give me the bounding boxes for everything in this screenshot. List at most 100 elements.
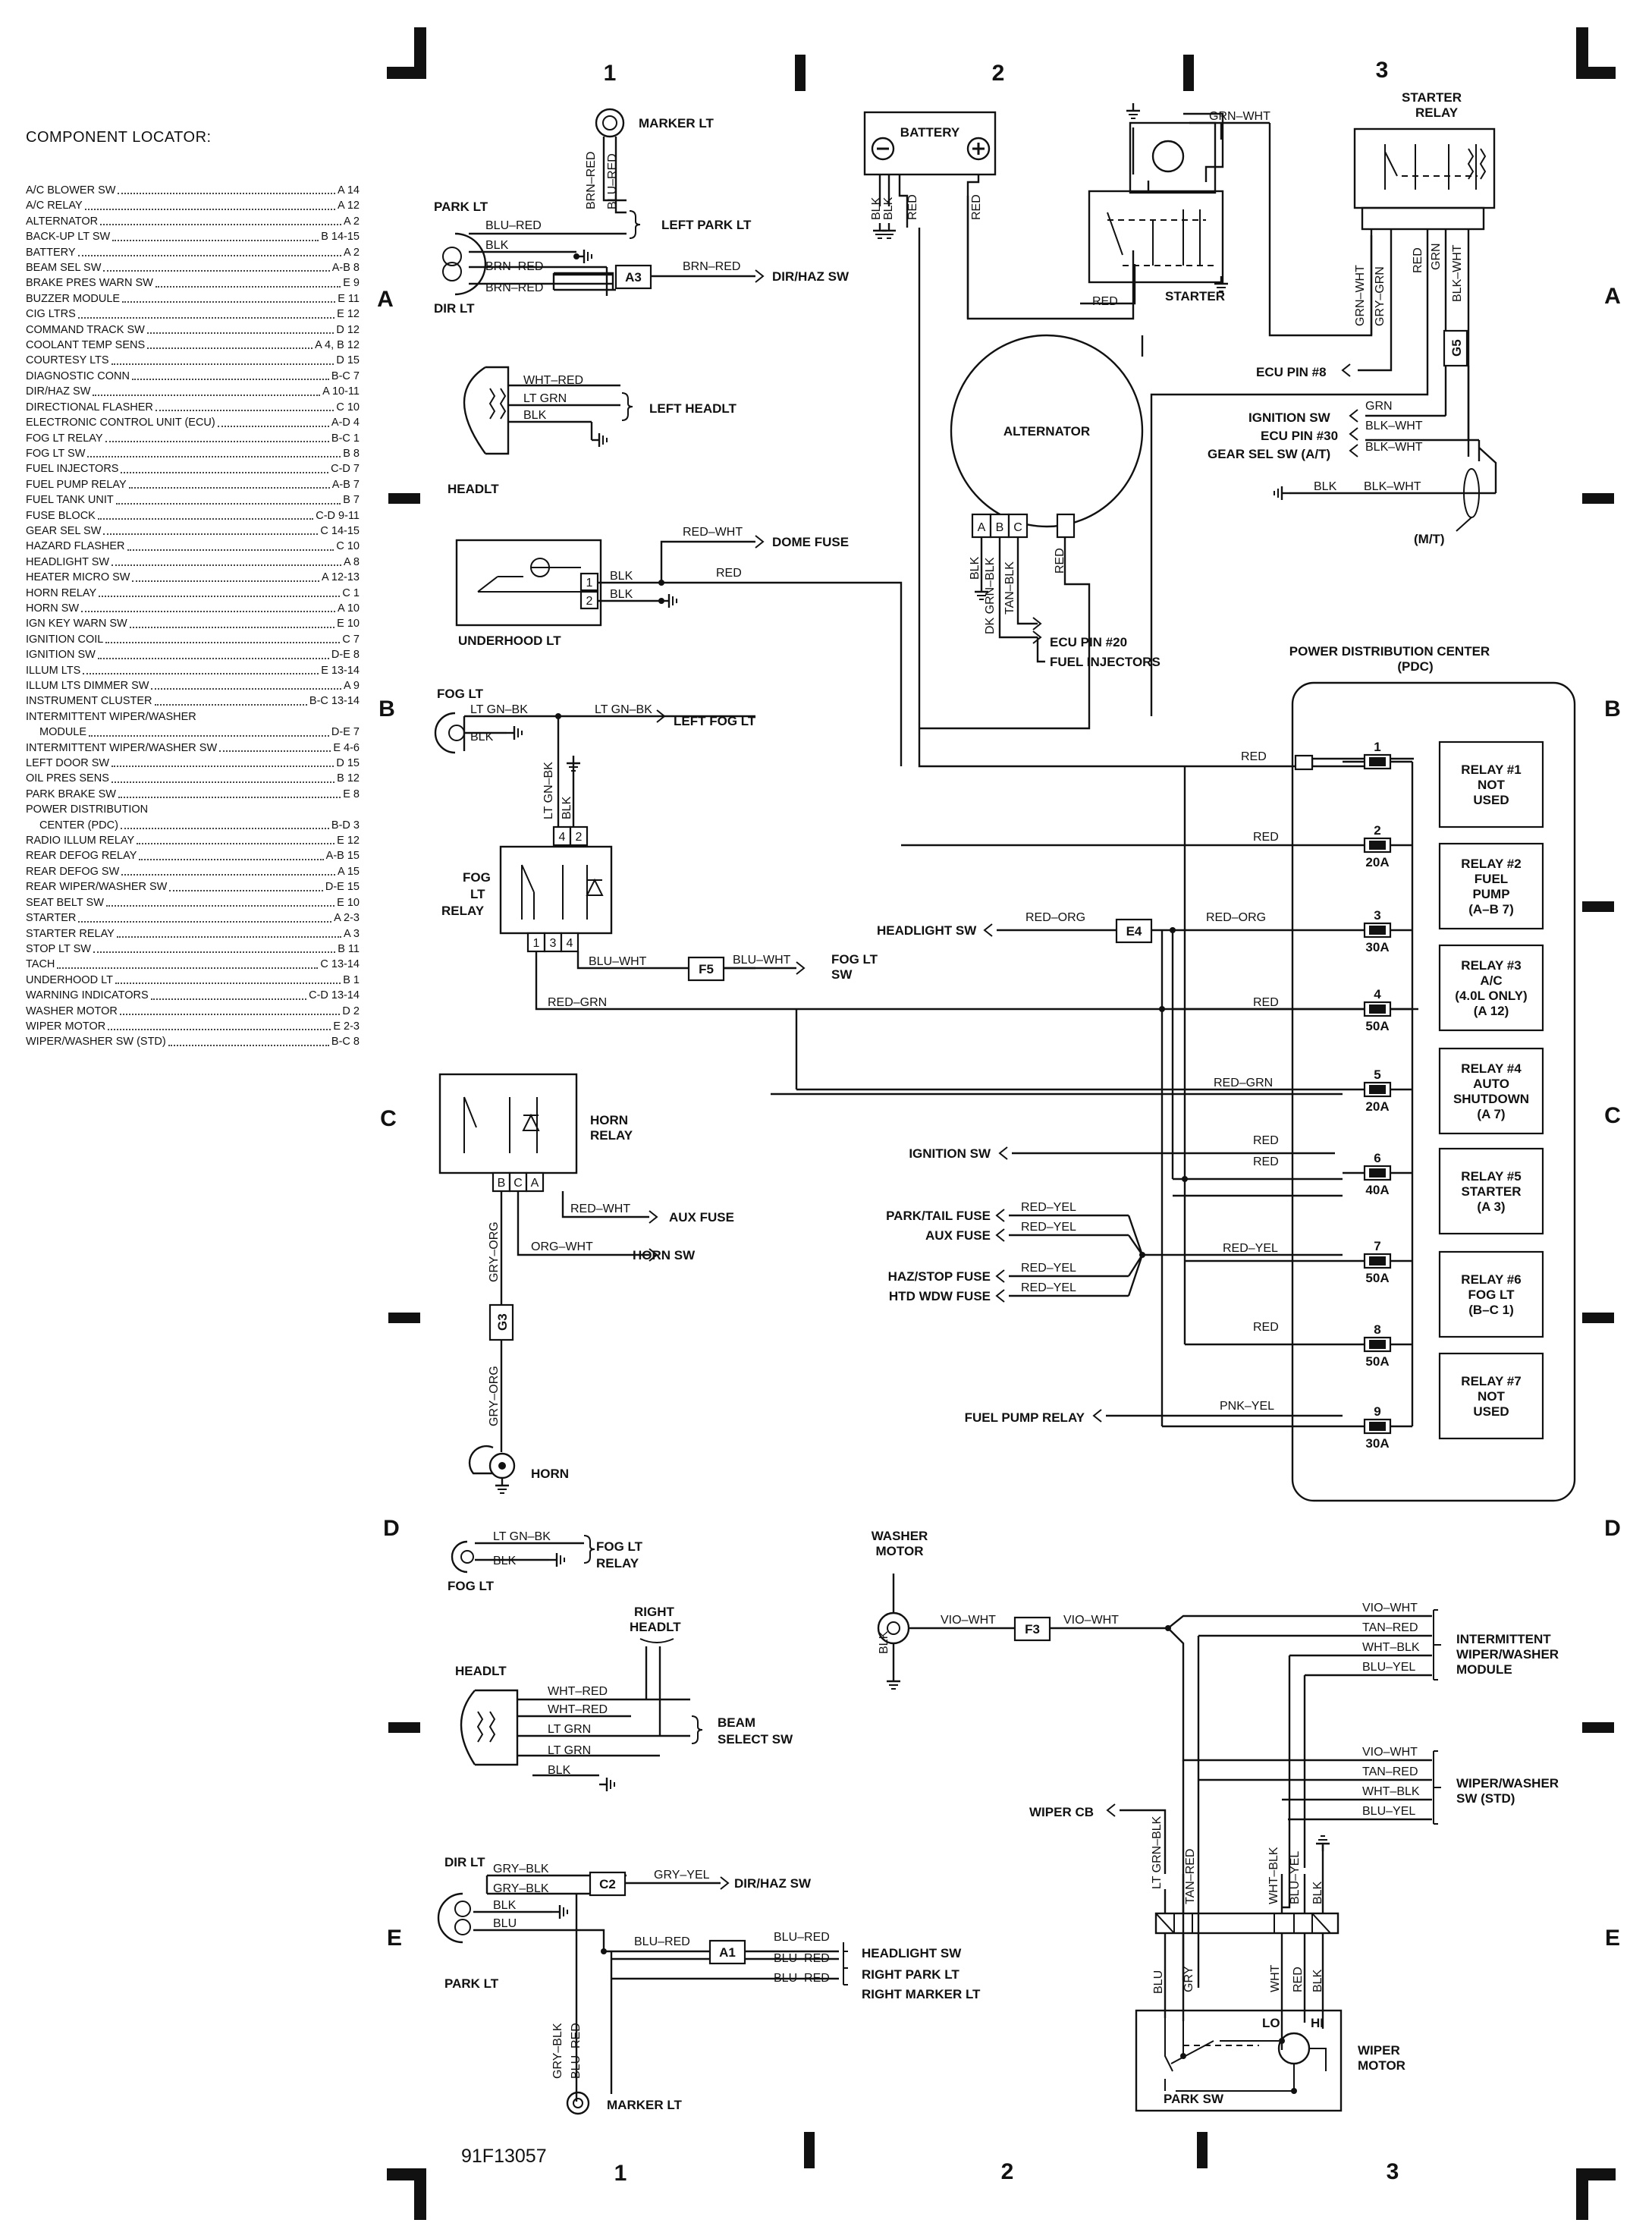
- wire-label: RED–YEL: [1021, 1221, 1076, 1234]
- pdc-relay-text: RELAY #7: [1461, 1374, 1521, 1388]
- wire-label: BLK: [610, 570, 633, 583]
- right-park-lt-housing: [437, 1892, 463, 1944]
- locator-dot-leader: [122, 301, 336, 303]
- wire-label: BLU–RED: [485, 219, 542, 232]
- terminal-label: 2: [576, 831, 583, 844]
- pdc-relay-text: USED: [1473, 1404, 1509, 1419]
- wire-label: BLK: [1314, 480, 1337, 493]
- locator-grid-ref: B-C 1: [331, 432, 360, 445]
- headlt-label: HEADLT: [448, 482, 499, 496]
- park-lt-housing: [454, 232, 487, 296]
- ignition-sw-pdc-label: IGNITION SW: [909, 1146, 991, 1161]
- wiper-motor-label: WIPER: [1358, 2043, 1400, 2058]
- locator-dot-leader: [155, 410, 334, 412]
- connector-c2-label: C2: [599, 1877, 616, 1891]
- fog-lt-relay-label: RELAY: [441, 904, 485, 918]
- wire-label: GRY–ORG: [488, 1221, 501, 1282]
- wire-label: WHT–RED: [548, 1703, 608, 1716]
- left-park-lt-ref: LEFT PARK LT: [661, 218, 752, 232]
- wire-label: BLU: [493, 1917, 517, 1930]
- wire-label: RED–ORG: [1206, 911, 1266, 924]
- locator-grid-ref: C 10: [336, 540, 360, 553]
- ecu-pin-8-label: ECU PIN #8: [1256, 365, 1327, 379]
- wire-label: RED–YEL: [1021, 1201, 1076, 1214]
- locator-dot-leader: [105, 905, 335, 907]
- pdc-fuse-rating: 20A: [1365, 1099, 1389, 1114]
- connector-e4: [1115, 918, 1153, 944]
- locator-dot-leader: [97, 517, 314, 520]
- wire-label: RED–ORG: [1025, 911, 1085, 924]
- locator-dot-leader: [128, 487, 330, 489]
- locator-row: INTERMITTENT WIPER/WASHER: [26, 709, 360, 725]
- pdc-relay-text: (4.0L ONLY): [1455, 989, 1527, 1003]
- wiper-washer-sw-label: SW (STD): [1456, 1791, 1515, 1806]
- left-headlight-section: WHT–RED LT GRN BLK LEFT HEADLT HEADLT: [448, 366, 737, 496]
- pdc-fuse-rating: 30A: [1365, 940, 1389, 954]
- wire-label: RED–WHT: [570, 1203, 630, 1215]
- wire-label: BLK: [493, 1899, 517, 1912]
- locator-dot-leader: [131, 379, 329, 381]
- locator-grid-ref: D-E 8: [331, 649, 360, 662]
- wire-label: BLK: [969, 556, 981, 580]
- wire-label: WHT–RED: [523, 374, 583, 387]
- locator-component-name: DIRECTIONAL FLASHER: [26, 401, 153, 413]
- pdc-relay-text: SHUTDOWN: [1453, 1092, 1529, 1106]
- locator-component-name: COMMAND TRACK SW: [26, 323, 145, 336]
- wiper-washer-sw-label: WIPER/WASHER: [1456, 1776, 1559, 1791]
- locator-grid-ref: E 10: [337, 896, 360, 909]
- locator-grid-ref: B 12: [337, 772, 360, 785]
- locator-component-name: UNDERHOOD LT: [26, 973, 113, 986]
- locator-grid-ref: C 1: [342, 586, 360, 599]
- wire-label: WHT–BLK: [1267, 1847, 1280, 1904]
- locator-component-name: FOG LT SW: [26, 447, 86, 460]
- pdc-relay-text: FUEL: [1475, 872, 1508, 886]
- left-headlt-ref: LEFT HEADLT: [649, 401, 737, 416]
- locator-dot-leader: [118, 193, 335, 195]
- locator-grid-ref: E 2-3: [333, 1020, 360, 1033]
- starter-relay-box: [1353, 127, 1496, 209]
- wire-label: RED: [1253, 831, 1279, 844]
- wire-label: RED: [1253, 996, 1279, 1009]
- pdc-relay-text: PUMP: [1472, 887, 1509, 901]
- connector-a1: [708, 1939, 746, 1965]
- fog-lt-relay-ref: FOG LT: [596, 1539, 643, 1554]
- park-sw-label: PARK SW: [1164, 2092, 1224, 2106]
- locator-component-name: INSTRUMENT CLUSTER: [26, 695, 152, 708]
- wire-label: BLU–RED: [570, 2023, 583, 2079]
- alternator-section: ALTERNATOR A B C BLK DK GRN–BLK TAN–BLK …: [919, 334, 1160, 730]
- wire-label: BLU–RED: [774, 1972, 830, 1985]
- locator-grid-ref: E 10: [337, 618, 360, 630]
- wire-label: BLK: [548, 1764, 571, 1777]
- locator-component-name: IGN KEY WARN SW: [26, 618, 127, 630]
- locator-grid-ref: C-D 13-14: [309, 989, 360, 1002]
- fog-lt-relay-label: FOG: [463, 870, 491, 885]
- row-label-d-left: D: [383, 1516, 400, 1541]
- wire-label: LT GN–BK: [595, 703, 652, 716]
- row-label-b-right: B: [1604, 696, 1621, 722]
- locator-row: WIPER/WASHER SW (STD)B-C 8: [26, 1034, 360, 1049]
- locator-grid-ref: A 10: [337, 602, 360, 615]
- pdc-relay-text: (A 3): [1477, 1199, 1505, 1214]
- pdc-fuse-number: 7: [1374, 1239, 1380, 1253]
- locator-dot-leader: [103, 270, 330, 272]
- underhood-lt-section: 1 2 BLK BLK RED–WHT RED DOME FUSE UNDERH…: [455, 526, 903, 766]
- dir-lt-label: DIR LT: [434, 301, 475, 316]
- wire-label: RED: [1253, 1321, 1279, 1334]
- wire-label: RED: [1054, 548, 1066, 574]
- locator-grid-ref: A 10-11: [322, 385, 360, 398]
- locator-component-name: A/C RELAY: [26, 200, 83, 212]
